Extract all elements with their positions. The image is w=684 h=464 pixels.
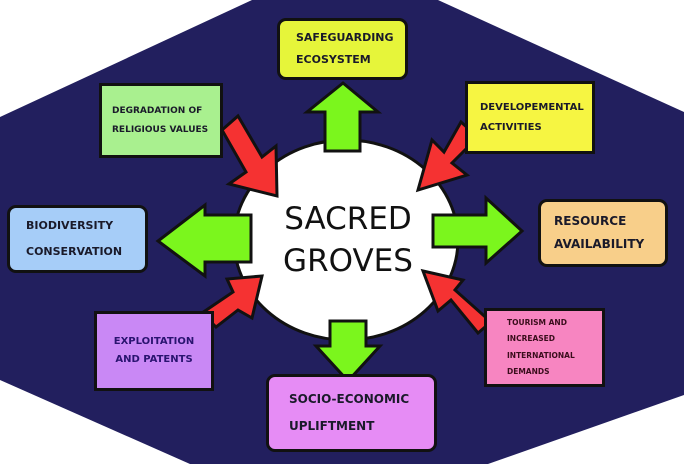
box-line: SAFEGUARDING bbox=[296, 31, 394, 44]
box-degradation-of-religious-values: DEGRADATION OF RELIGIOUS VALUES bbox=[99, 83, 223, 158]
box-line: BIODIVERSITY bbox=[26, 219, 114, 232]
box-line: DEVELOPEMENTAL bbox=[480, 101, 584, 113]
box-line: TOURISM AND bbox=[507, 317, 567, 327]
box-line: ECOSYSTEM bbox=[296, 53, 371, 66]
box-line: AVAILABILITY bbox=[554, 237, 645, 251]
box-line: DEGRADATION OF bbox=[112, 105, 203, 116]
arrow-tourism-icon bbox=[420, 268, 494, 336]
arrow-degradation-icon bbox=[220, 113, 279, 198]
box-line: AND PATENTS bbox=[115, 354, 193, 365]
box-line: RESOURCE bbox=[554, 214, 627, 228]
box-biodiversity-conservation: BIODIVERSITY CONSERVATION bbox=[7, 205, 148, 273]
box-line: EXPLOITATION bbox=[113, 336, 195, 347]
box-line: UPLIFTMENT bbox=[289, 419, 375, 433]
arrow-down-socio-economic-icon bbox=[312, 319, 384, 384]
box-line: INTERNATIONAL bbox=[507, 350, 575, 360]
box-developmental-activities: DEVELOPEMENTAL ACTIVITIES bbox=[465, 81, 595, 154]
arrow-right-resource-icon bbox=[431, 194, 525, 267]
box-resource-availability: RESOURCE AVAILABILITY bbox=[538, 199, 668, 267]
center-title: SACRED GROVES bbox=[258, 198, 438, 282]
box-tourism-and-international-demands: TOURISM AND INCREASED INTERNATIONAL DEMA… bbox=[484, 308, 605, 387]
center-title-line-2: GROVES bbox=[283, 243, 413, 279]
box-safeguarding-ecosystem: SAFEGUARDING ECOSYSTEM bbox=[277, 18, 408, 80]
box-line: RELIGIOUS VALUES bbox=[112, 124, 209, 135]
box-socio-economic-upliftment: SOCIO-ECONOMIC UPLIFTMENT bbox=[266, 374, 437, 452]
box-line: CONSERVATION bbox=[26, 245, 123, 258]
arrow-up-safeguarding-icon bbox=[302, 81, 383, 153]
box-line: ACTIVITIES bbox=[480, 121, 542, 133]
box-exploitation-and-patents: EXPLOITATION AND PATENTS bbox=[94, 311, 214, 391]
arrow-exploitation-icon bbox=[199, 274, 264, 329]
box-line: DEMANDS bbox=[507, 367, 550, 376]
center-title-line-1: SACRED bbox=[284, 201, 412, 237]
box-line: INCREASED bbox=[507, 334, 556, 343]
box-line: SOCIO-ECONOMIC bbox=[289, 392, 410, 406]
arrow-left-biodiversity-icon bbox=[155, 201, 253, 279]
